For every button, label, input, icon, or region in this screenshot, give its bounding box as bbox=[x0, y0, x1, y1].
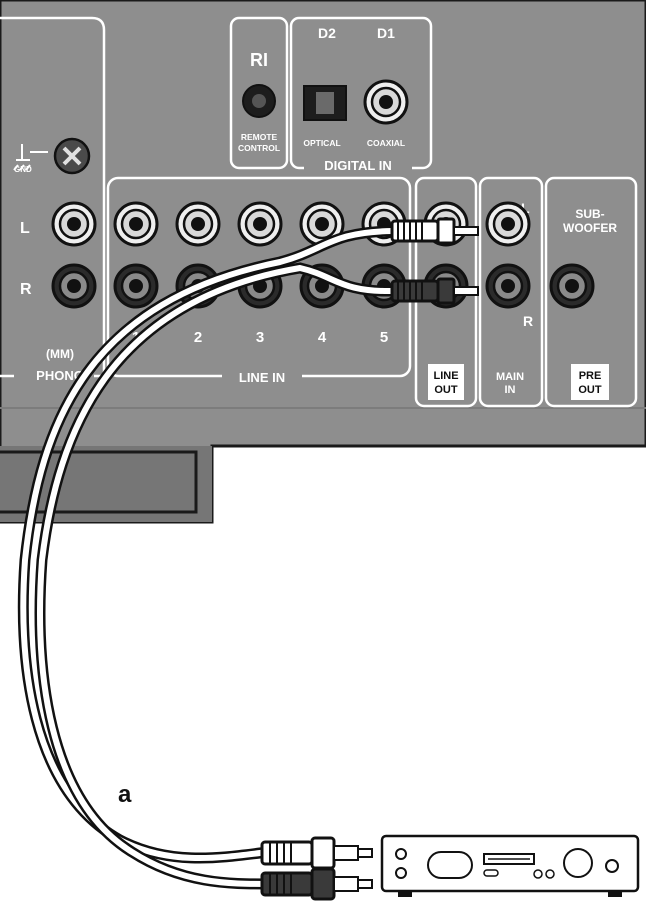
panel-foot bbox=[0, 450, 198, 514]
digital-in-label-bg bbox=[304, 156, 412, 174]
cable-label: a bbox=[118, 781, 132, 808]
pre-out-label-box bbox=[571, 364, 609, 400]
remote-label-2: CONTROL bbox=[238, 143, 280, 153]
line-in-number: 2 bbox=[194, 329, 202, 346]
phono-right-label: R bbox=[20, 281, 32, 298]
optical-jack-shutter bbox=[316, 92, 334, 114]
rca-cable bbox=[17, 225, 398, 890]
rca-plug-lower bbox=[390, 277, 479, 305]
line-in-label-bg bbox=[222, 368, 302, 386]
d2-label: D2 bbox=[318, 25, 336, 41]
coaxial-label: COAXIAL bbox=[367, 138, 405, 148]
line-out-label-1: LINE bbox=[433, 370, 458, 382]
remote-control-frame bbox=[229, 16, 289, 170]
subwoofer-label-2: WOOFER bbox=[563, 221, 617, 235]
line-in-number: 3 bbox=[256, 329, 264, 346]
subwoofer-label-1: SUB- bbox=[575, 207, 604, 221]
line-in-2-left-jack[interactable] bbox=[175, 201, 221, 247]
pre-out-label-1: PRE bbox=[579, 370, 602, 382]
optical-label: OPTICAL bbox=[303, 138, 340, 148]
ri-logo: RI bbox=[250, 50, 268, 70]
line-in-label: LINE IN bbox=[239, 370, 285, 385]
phono-label-2: PHONO bbox=[36, 368, 84, 383]
rca-plug-device-upper bbox=[260, 836, 373, 870]
digital-in-label: DIGITAL IN bbox=[324, 158, 391, 173]
rca-plug-device-lower bbox=[260, 867, 373, 901]
line-in-1-left-jack[interactable] bbox=[113, 201, 159, 247]
subwoofer-jack[interactable] bbox=[549, 263, 595, 309]
phono-label-bg bbox=[14, 366, 94, 384]
main-in-right-jack[interactable] bbox=[485, 263, 531, 309]
remote-label-1: REMOTE bbox=[241, 132, 278, 142]
external-device-icon bbox=[380, 834, 640, 897]
remote-control-jack-core bbox=[252, 94, 266, 108]
pre-out-frame bbox=[544, 176, 638, 408]
phono-right-jack[interactable] bbox=[51, 263, 97, 309]
phono-frame bbox=[0, 16, 106, 378]
rca-plug-upper bbox=[390, 217, 479, 245]
optical-jack[interactable] bbox=[303, 85, 347, 121]
phono-left-label: L bbox=[20, 220, 30, 237]
main-in-frame bbox=[478, 176, 544, 408]
rear-panel bbox=[0, 0, 646, 524]
d1-label: D1 bbox=[377, 25, 395, 41]
main-in-right-label: R bbox=[523, 313, 533, 329]
line-in-1-right-jack[interactable] bbox=[113, 263, 159, 309]
line-out-label-box bbox=[428, 364, 464, 400]
main-in-left-jack[interactable] bbox=[485, 201, 531, 247]
gnd-label: GND bbox=[14, 165, 32, 174]
line-in-3-left-jack[interactable] bbox=[237, 201, 283, 247]
gnd-screw-icon bbox=[62, 146, 82, 166]
main-in-left-label: L bbox=[521, 200, 530, 216]
phono-left-jack[interactable] bbox=[51, 201, 97, 247]
line-out-label-2: OUT bbox=[434, 384, 458, 396]
line-in-number: 4 bbox=[318, 329, 327, 346]
main-in-label-1: MAIN bbox=[496, 371, 524, 383]
coaxial-jack[interactable] bbox=[363, 79, 409, 125]
pre-out-label-2: OUT bbox=[578, 384, 602, 396]
line-in-number: 5 bbox=[380, 329, 388, 346]
ground-icon bbox=[13, 144, 48, 171]
main-in-label-2: IN bbox=[505, 384, 516, 396]
phono-label-1: (MM) bbox=[46, 347, 74, 361]
